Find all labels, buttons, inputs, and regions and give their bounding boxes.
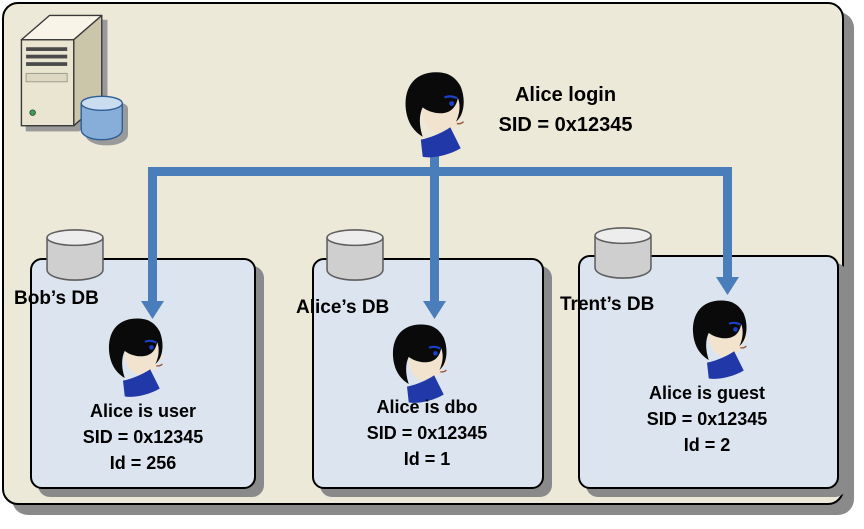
db-name-label: Alice’s DB	[296, 297, 390, 318]
db-user-id: Id = 1	[403, 449, 451, 469]
server-database-cylinder-icon	[80, 103, 124, 141]
db-user-role: Alice is guest	[648, 383, 766, 403]
server-icon	[20, 14, 124, 141]
alice-login-person-icon	[398, 70, 474, 158]
alice-login-label: Alice login	[514, 84, 617, 106]
db-user-id: Id = 2	[683, 435, 731, 455]
person-icon	[386, 322, 456, 404]
database-cylinder-icon	[324, 228, 386, 282]
person-icon	[686, 298, 756, 380]
alice-login-text: Alice login SID = 0x12345	[468, 80, 663, 140]
db-user-sid: SID = 0x12345	[82, 427, 204, 447]
db-user-role: Alice is user	[89, 401, 197, 421]
db-name-label: Bob’s DB	[14, 288, 99, 309]
db-user-text: Alice is user SID = 0x12345 Id = 256	[38, 398, 248, 476]
db-user-text: Alice is dbo SID = 0x12345 Id = 1	[322, 394, 532, 472]
db-user-sid: SID = 0x12345	[366, 423, 488, 443]
db-user-role: Alice is dbo	[376, 397, 478, 417]
database-cylinder-icon	[592, 226, 654, 280]
person-icon	[102, 316, 172, 398]
db-name-label: Trent’s DB	[560, 294, 655, 315]
alice-login-sid: SID = 0x12345	[498, 114, 633, 136]
database-cylinder-icon	[44, 228, 106, 282]
db-box-alices	[312, 258, 544, 489]
db-user-sid: SID = 0x12345	[646, 409, 768, 429]
db-user-text: Alice is guest SID = 0x12345 Id = 2	[602, 380, 812, 458]
db-user-id: Id = 256	[109, 453, 177, 473]
